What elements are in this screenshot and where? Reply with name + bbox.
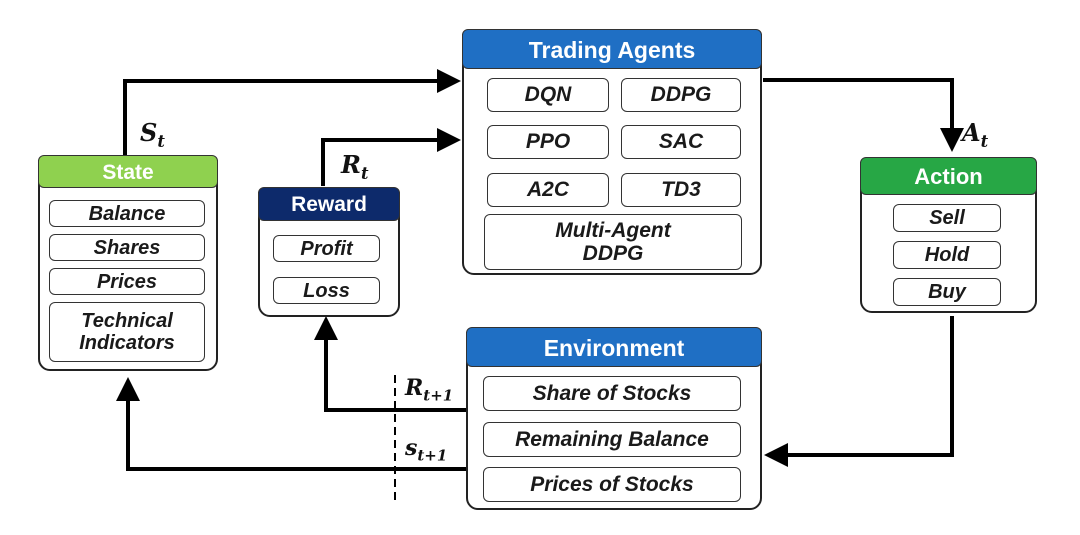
arrow-action-to-environment (764, 316, 954, 467)
state-title: State (38, 155, 218, 188)
agent-a2c: A2C (487, 173, 609, 207)
action-hold: Hold (893, 241, 1001, 269)
label-r-t: Rt (341, 150, 369, 183)
technical-line2: Indicators (79, 332, 175, 354)
agent-ddpg: DDPG (621, 78, 741, 112)
reward-profit: Profit (273, 235, 380, 262)
arrow-state-to-agents (123, 69, 461, 156)
state-shares: Shares (49, 234, 205, 261)
agent-ppo: PPO (487, 125, 609, 159)
multi-agent-line1: Multi-Agent (555, 218, 671, 242)
label-s-t: St (140, 118, 165, 151)
action-sell: Sell (893, 204, 1001, 232)
label-r-t-plus-1: Rt+1 (405, 375, 454, 405)
agent-td3: TD3 (621, 173, 741, 207)
trading-agents-title: Trading Agents (462, 29, 762, 69)
label-s-t-plus-1: st+1 (405, 435, 448, 465)
reward-loss: Loss (273, 277, 380, 304)
state-technical-indicators: Technical Indicators (49, 302, 205, 362)
environment-prices-of-stocks: Prices of Stocks (483, 467, 741, 502)
arrow-reward-to-agents (321, 128, 461, 186)
agent-multi-agent-ddpg: Multi-Agent DDPG (484, 214, 742, 270)
action-title: Action (860, 157, 1037, 195)
environment-title: Environment (466, 327, 762, 367)
arrow-environment-to-reward (314, 316, 466, 412)
agent-sac: SAC (621, 125, 741, 159)
state-prices: Prices (49, 268, 205, 295)
environment-remaining-balance: Remaining Balance (483, 422, 741, 457)
action-buy: Buy (893, 278, 1001, 306)
state-balance: Balance (49, 200, 205, 227)
label-a-t: At (962, 118, 989, 151)
reward-title: Reward (258, 187, 400, 221)
environment-share-of-stocks: Share of Stocks (483, 376, 741, 411)
arrow-agents-to-action (763, 78, 964, 152)
multi-agent-line2: DDPG (582, 242, 644, 265)
agent-dqn: DQN (487, 78, 609, 112)
arrow-environment-to-state (116, 377, 466, 471)
technical-line1: Technical (81, 310, 173, 332)
